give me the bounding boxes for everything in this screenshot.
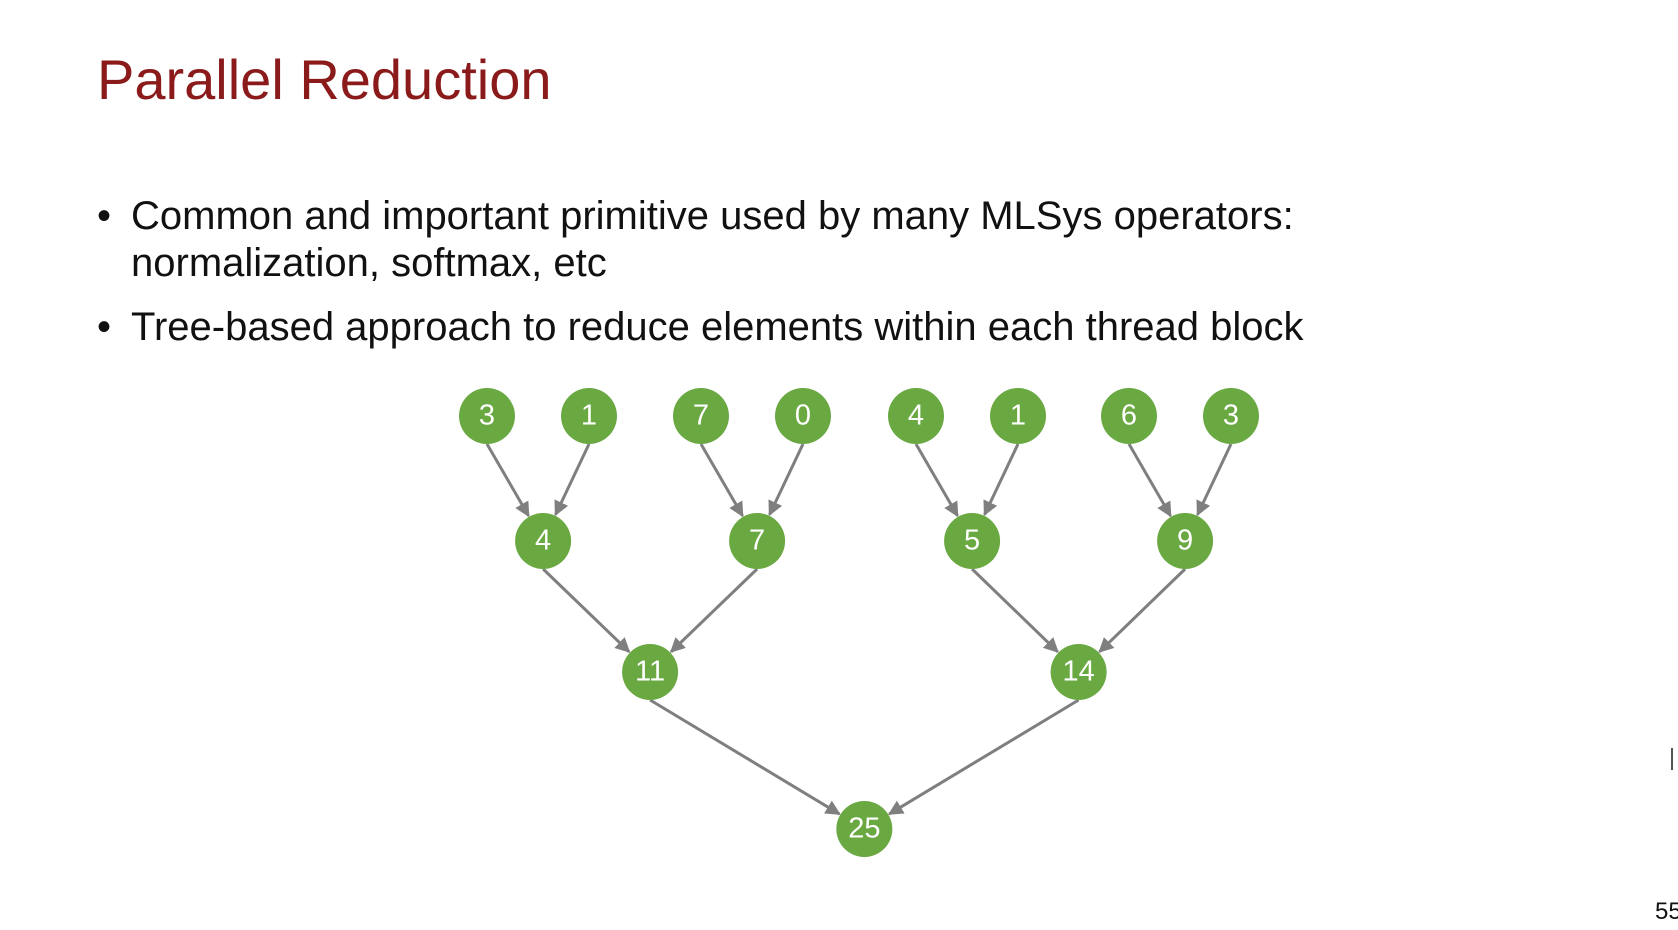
scroll-indicator	[1671, 748, 1673, 770]
tree-node-circle	[1050, 644, 1107, 700]
tree-node: 7	[673, 388, 729, 444]
tree-node-circle	[673, 388, 729, 444]
tree-node-value: 5	[964, 525, 980, 557]
tree-edge-arrow	[983, 443, 1020, 517]
tree-edge-arrow	[768, 443, 805, 517]
tree-edge-arrow	[699, 443, 744, 518]
bullet-list: • Common and important primitive used by…	[97, 193, 1427, 368]
tree-node-circle	[622, 644, 679, 700]
tree-node-value: 14	[1062, 656, 1094, 688]
tree-node-circle	[888, 388, 944, 444]
tree-node-value: 7	[749, 525, 765, 557]
tree-node-value: 7	[693, 400, 709, 432]
tree-node: 5	[944, 513, 1001, 569]
tree-edge-arrow	[914, 443, 959, 518]
tree-node: 6	[1101, 388, 1157, 444]
tree-edge-arrow	[649, 698, 841, 816]
tree-node-value: 11	[635, 656, 665, 688]
tree-edge-arrow	[554, 443, 591, 517]
bullet-text-line: normalization, softmax, etc	[131, 241, 607, 285]
tree-node-circle	[990, 388, 1046, 444]
tree-node: 4	[515, 513, 572, 569]
tree-node-circle	[515, 513, 572, 569]
slide-title: Parallel Reduction	[97, 48, 552, 111]
tree-edge-arrow	[1127, 443, 1172, 518]
tree-edge-arrow	[1098, 567, 1187, 653]
bullet-marker: •	[97, 194, 112, 238]
tree-node: 11	[622, 644, 679, 700]
tree-node-circle	[836, 801, 893, 857]
tree-node: 14	[1050, 644, 1107, 700]
tree-node: 1	[990, 388, 1046, 444]
tree-edge-arrow	[669, 567, 759, 653]
tree-node-circle	[1101, 388, 1157, 444]
tree-node-circle	[1203, 388, 1259, 444]
bullet-item: • Common and important primitive used by…	[97, 193, 1427, 287]
tree-node-circle	[775, 388, 831, 444]
tree-node-value: 25	[848, 813, 880, 845]
tree-node-value: 1	[581, 400, 597, 432]
tree-edges	[485, 443, 1233, 816]
tree-node: 7	[729, 513, 786, 569]
tree-node-circle	[561, 388, 617, 444]
tree-node-circle	[944, 513, 1001, 569]
bullet-text-line: Common and important primitive used by m…	[131, 194, 1294, 238]
tree-edge-arrow	[485, 443, 530, 518]
page-number: 55	[1655, 898, 1678, 925]
bullet-item: • Tree-based approach to reduce elements…	[97, 304, 1427, 351]
tree-node-circle	[1157, 513, 1214, 569]
bullet-text-line: Tree-based approach to reduce elements w…	[131, 305, 1304, 349]
tree-node: 3	[1203, 388, 1259, 444]
tree-edge-arrow	[887, 698, 1080, 816]
bullet-marker: •	[97, 305, 112, 349]
tree-node: 0	[775, 388, 831, 444]
tree-edge-arrow	[542, 567, 631, 653]
tree-node-value: 4	[535, 525, 551, 557]
tree-node-value: 9	[1177, 525, 1193, 557]
tree-node-circle	[729, 513, 786, 569]
tree-node: 9	[1157, 513, 1214, 569]
tree-node-circle	[459, 388, 515, 444]
tree-node: 4	[888, 388, 944, 444]
tree-node: 3	[459, 388, 515, 444]
tree-edge-arrow	[971, 567, 1059, 653]
tree-node-value: 0	[795, 400, 811, 432]
tree-node-value: 3	[1223, 400, 1239, 432]
tree-node: 25	[836, 801, 893, 857]
tree-node-value: 4	[908, 400, 924, 432]
tree-node: 1	[561, 388, 617, 444]
tree-node-value: 6	[1121, 400, 1137, 432]
tree-nodes: 3 1 7 0 4 1 6 3 4 7 5 9 11 14 25	[459, 388, 1259, 857]
tree-edge-arrow	[1196, 443, 1233, 517]
tree-node-value: 3	[479, 400, 495, 432]
tree-node-value: 1	[1010, 400, 1026, 432]
